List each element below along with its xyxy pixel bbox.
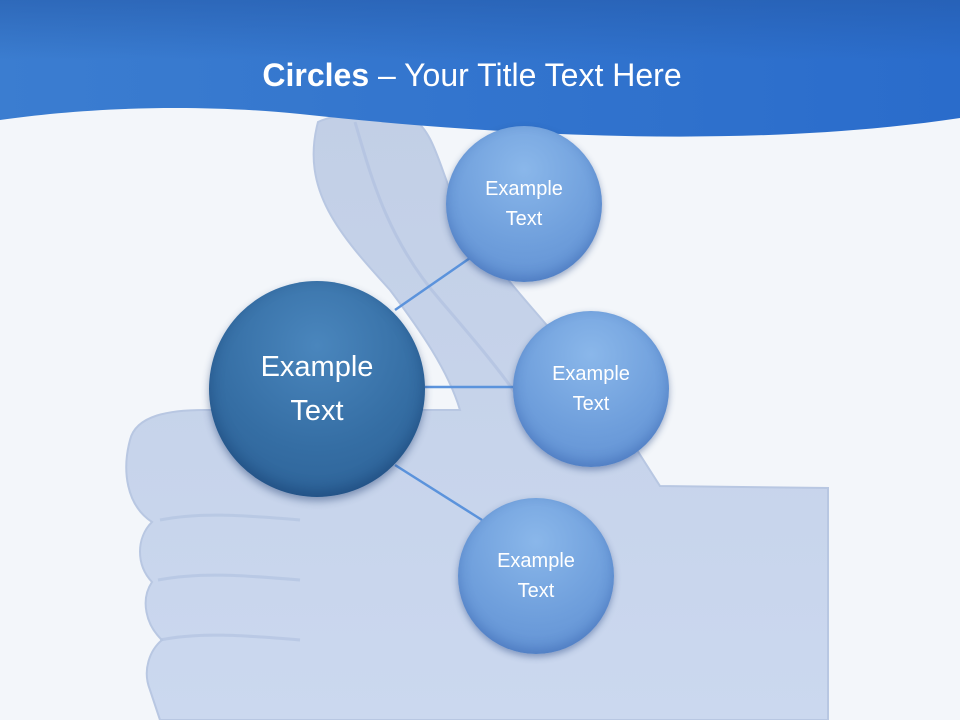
connector-line-bottom — [394, 463, 483, 522]
circle-bottom-line1: Example — [497, 550, 575, 572]
main-circle[interactable]: Example Text — [209, 281, 425, 497]
circle-bottom[interactable]: Example Text — [458, 498, 614, 654]
title-rest-text: – Your Title Text Here — [369, 57, 682, 93]
circle-middle-line1: Example — [552, 363, 630, 385]
main-circle-line1: Example — [260, 351, 374, 383]
circle-top[interactable]: Example Text — [446, 126, 602, 282]
title-bold-text: Circles — [262, 57, 370, 93]
connector-line-top — [394, 256, 471, 312]
slide-title: Circles – Your Title Text Here — [0, 52, 944, 98]
circle-middle-line2: Text — [572, 393, 610, 415]
circle-top-line2: Text — [505, 208, 543, 230]
connector-lines — [394, 256, 515, 522]
circle-bottom-line2: Text — [517, 580, 555, 602]
main-circle-line2: Text — [290, 395, 344, 427]
circle-top-line1: Example — [485, 178, 563, 200]
circle-middle[interactable]: Example Text — [513, 311, 669, 467]
